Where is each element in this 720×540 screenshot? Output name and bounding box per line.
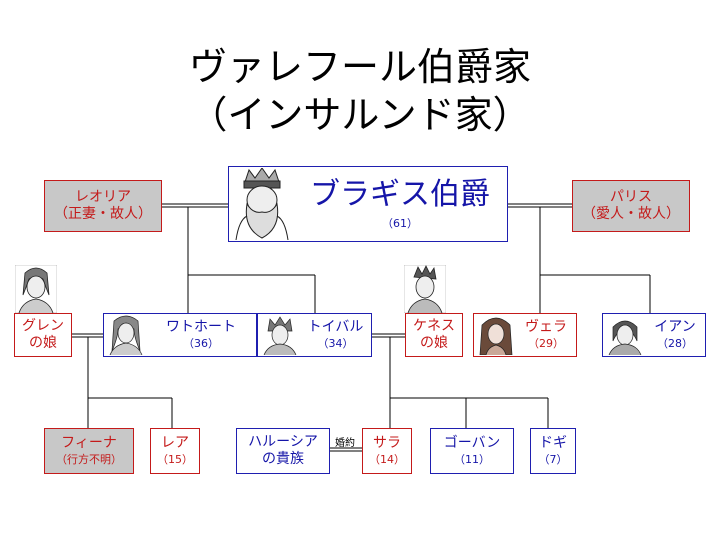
vera-age: （29） (528, 336, 564, 350)
ian-box: イアン （28） (602, 313, 706, 357)
leoria-box: レオリア （正妻・故人） (44, 180, 162, 232)
toival-age: （34） (317, 336, 354, 350)
dogi-name: ドギ (539, 435, 567, 452)
leoria-name: レオリア (75, 188, 131, 205)
dogi-age: （7） (538, 452, 568, 466)
wathort-name: ワトホート (166, 319, 236, 336)
glen-daughter-line1: グレン (22, 317, 64, 334)
kenes-daughter-line1: ケネス (413, 317, 455, 334)
lea-age: （15） (157, 452, 193, 466)
toival-box: トイバル （34） (257, 313, 372, 357)
toival-name: トイバル (307, 319, 364, 336)
bragis-box: ブラギス伯爵 （61） (228, 166, 508, 242)
glen-daughter-line2: の娘 (29, 335, 57, 351)
wathort-age: （36） (183, 336, 219, 350)
vera-name: ヴェラ (525, 319, 567, 336)
lea-name: レア (161, 435, 189, 452)
leoria-status: （正妻・故人） (54, 206, 152, 222)
ian-age: （28） (657, 336, 693, 350)
bearded-king-portrait-icon (231, 168, 293, 240)
spiky-hair-man-portrait-icon (263, 316, 297, 355)
paris-name: パリス (610, 188, 652, 205)
young-man-portrait-icon (608, 320, 642, 355)
wathort-box: ワトホート （36） (103, 313, 257, 357)
fina-status: （行方不明） (56, 452, 122, 466)
kenes-daughter-line2: の娘 (420, 335, 448, 351)
halucia-noble-box: ハルーシア の貴族 (236, 428, 330, 474)
sara-box: サラ （14） (362, 428, 412, 474)
halucia-line2: の貴族 (262, 451, 304, 467)
bragis-age: （61） (382, 216, 418, 230)
title-line-2: （インサルンド家） (189, 93, 531, 137)
kenes-daughter-box: ケネス の娘 (405, 313, 463, 357)
vera-box: ヴェラ （29） (473, 313, 577, 357)
goban-name: ゴーバン (443, 435, 501, 452)
glen-portrait-icon (15, 265, 57, 313)
glen-daughter-box: グレン の娘 (14, 313, 72, 357)
sara-name: サラ (373, 435, 401, 452)
halucia-line1: ハルーシア (248, 433, 318, 450)
paris-box: パリス （愛人・故人） (572, 180, 690, 232)
sara-age: （14） (369, 452, 405, 466)
lea-box: レア （15） (150, 428, 200, 474)
engagement-label: 婚約 (335, 438, 355, 449)
ian-name: イアン (654, 319, 696, 336)
fina-name: フィーナ (61, 435, 117, 452)
kenes-portrait-icon (404, 265, 446, 313)
dogi-box: ドギ （7） (530, 428, 576, 474)
bragis-name: ブラギス伯爵 (310, 176, 490, 212)
title-line-1: ヴァレフール伯爵家 (188, 45, 531, 89)
goban-age: （11） (454, 452, 490, 466)
woman-portrait-icon (479, 317, 513, 355)
long-hair-man-portrait-icon (109, 315, 143, 355)
goban-box: ゴーバン （11） (430, 428, 514, 474)
paris-status: （愛人・故人） (582, 206, 680, 222)
fina-box: フィーナ （行方不明） (44, 428, 134, 474)
